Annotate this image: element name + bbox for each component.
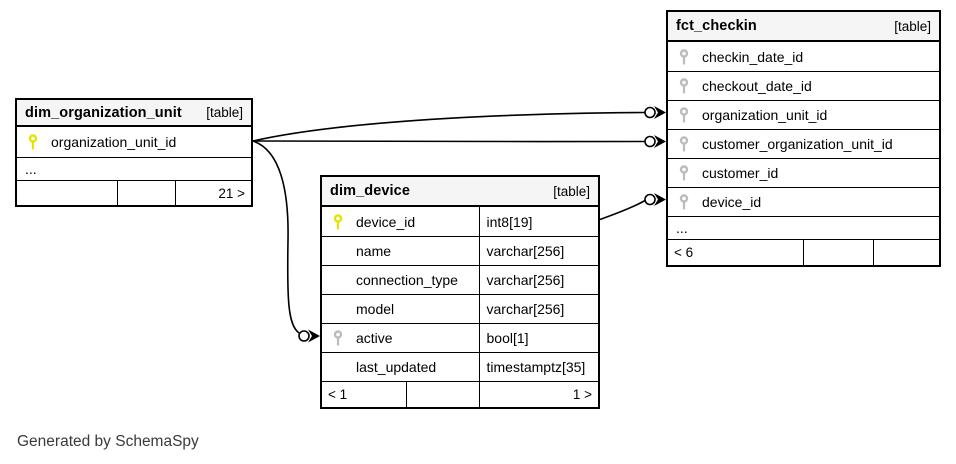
column-row[interactable]: last_updated timestamptz[35] [322,352,598,381]
column-row[interactable]: connection_type varchar[256] [322,265,598,294]
table-title: dim_device [330,183,410,199]
column-name: checkout_date_id [702,78,812,94]
foreign-key-icon [678,194,690,210]
footer-cell-parents-count: < 6 [674,245,694,260]
relationship-line-org-to-checkin-customer-orgunit [252,140,646,143]
footer-cell [406,382,479,407]
column-name: connection_type [356,272,458,288]
column-type: varchar[256] [478,266,599,294]
column-name: organization_unit_id [702,107,828,123]
column-name: device_id [702,194,762,210]
column-name: customer_id [702,165,779,181]
column-row[interactable]: customer_id [668,158,939,187]
table-header[interactable]: dim_organization_unit [table] [17,100,251,127]
table-fct-checkin[interactable]: fct_checkin [table] checkin_date_id chec… [666,10,941,267]
relationship-line-org-to-checkin-orgunit [252,111,646,142]
connector-arrow [308,329,320,343]
footer-cell [803,240,873,265]
table-dim-organization-unit[interactable]: dim_organization_unit [table] organizati… [15,98,253,207]
table-header[interactable]: fct_checkin [table] [668,12,939,42]
connector-arrow [654,135,666,148]
column-name: organization_unit_id [51,134,177,150]
column-type: int8[19] [478,207,599,236]
column-row[interactable]: customer_organization_unit_id [668,129,939,158]
table-title: fct_checkin [676,18,757,34]
column-name: customer_organization_unit_id [702,136,893,152]
table-footer: 21 > [17,180,251,205]
foreign-key-icon [678,107,690,123]
column-type: varchar[256] [478,237,599,265]
primary-key-icon [27,134,39,150]
column-row[interactable]: organization_unit_id [17,127,251,157]
connector-arrow [654,106,666,119]
table-footer: < 6 [668,239,939,265]
table-dim-device[interactable]: dim_device [table] device_id int8[19] na… [320,175,600,409]
column-row[interactable]: device_id [668,187,939,216]
footer-cell-children-count: 21 > [175,181,251,205]
table-footer: < 1 1 > [322,381,598,407]
foreign-key-icon [678,136,690,152]
connector-circle [644,193,656,206]
column-row[interactable]: checkout_date_id [668,71,939,100]
foreign-key-icon [678,48,690,65]
footer-cell [873,240,939,265]
column-type: bool[1] [478,324,599,352]
connector-circle [644,135,656,148]
footer-cell [117,181,175,205]
relationship-line-device-to-checkin-deviceid [599,199,646,221]
column-row[interactable]: checkin_date_id [668,42,939,71]
column-name: name [356,243,392,259]
footer-cell [17,181,117,205]
more-columns-indicator: ... [17,157,251,180]
table-type-badge: [table] [894,18,931,34]
column-name: active [356,330,393,346]
column-name: device_id [356,213,416,230]
generator-credit: Generated by SchemaSpy [17,433,199,450]
column-row[interactable]: model varchar[256] [322,294,598,323]
more-columns-indicator: ... [668,216,939,239]
column-type: varchar[256] [478,295,599,323]
column-row[interactable]: name varchar[256] [322,236,598,265]
foreign-key-icon [678,165,690,181]
footer-cell-parents-count: < 1 [328,387,348,402]
column-row[interactable]: device_id int8[19] [322,207,598,236]
footer-cell-children-count: 1 > [478,382,599,407]
column-row[interactable]: active bool[1] [322,323,598,352]
table-header[interactable]: dim_device [table] [322,177,598,207]
table-type-badge: [table] [553,183,590,199]
table-type-badge: [table] [206,105,243,120]
connector-circle [298,330,310,342]
relationship-line-org-to-device-active [252,140,300,334]
connector-arrow [654,193,666,206]
primary-key-icon [332,213,344,230]
table-title: dim_organization_unit [25,104,182,121]
column-row[interactable]: organization_unit_id [668,100,939,129]
column-name: model [356,301,395,317]
foreign-key-icon [678,78,690,94]
column-name: checkin_date_id [702,48,804,65]
foreign-key-icon [332,330,344,346]
column-name: last_updated [356,359,437,375]
column-type: timestamptz[35] [478,353,599,381]
connector-circle [644,106,656,119]
